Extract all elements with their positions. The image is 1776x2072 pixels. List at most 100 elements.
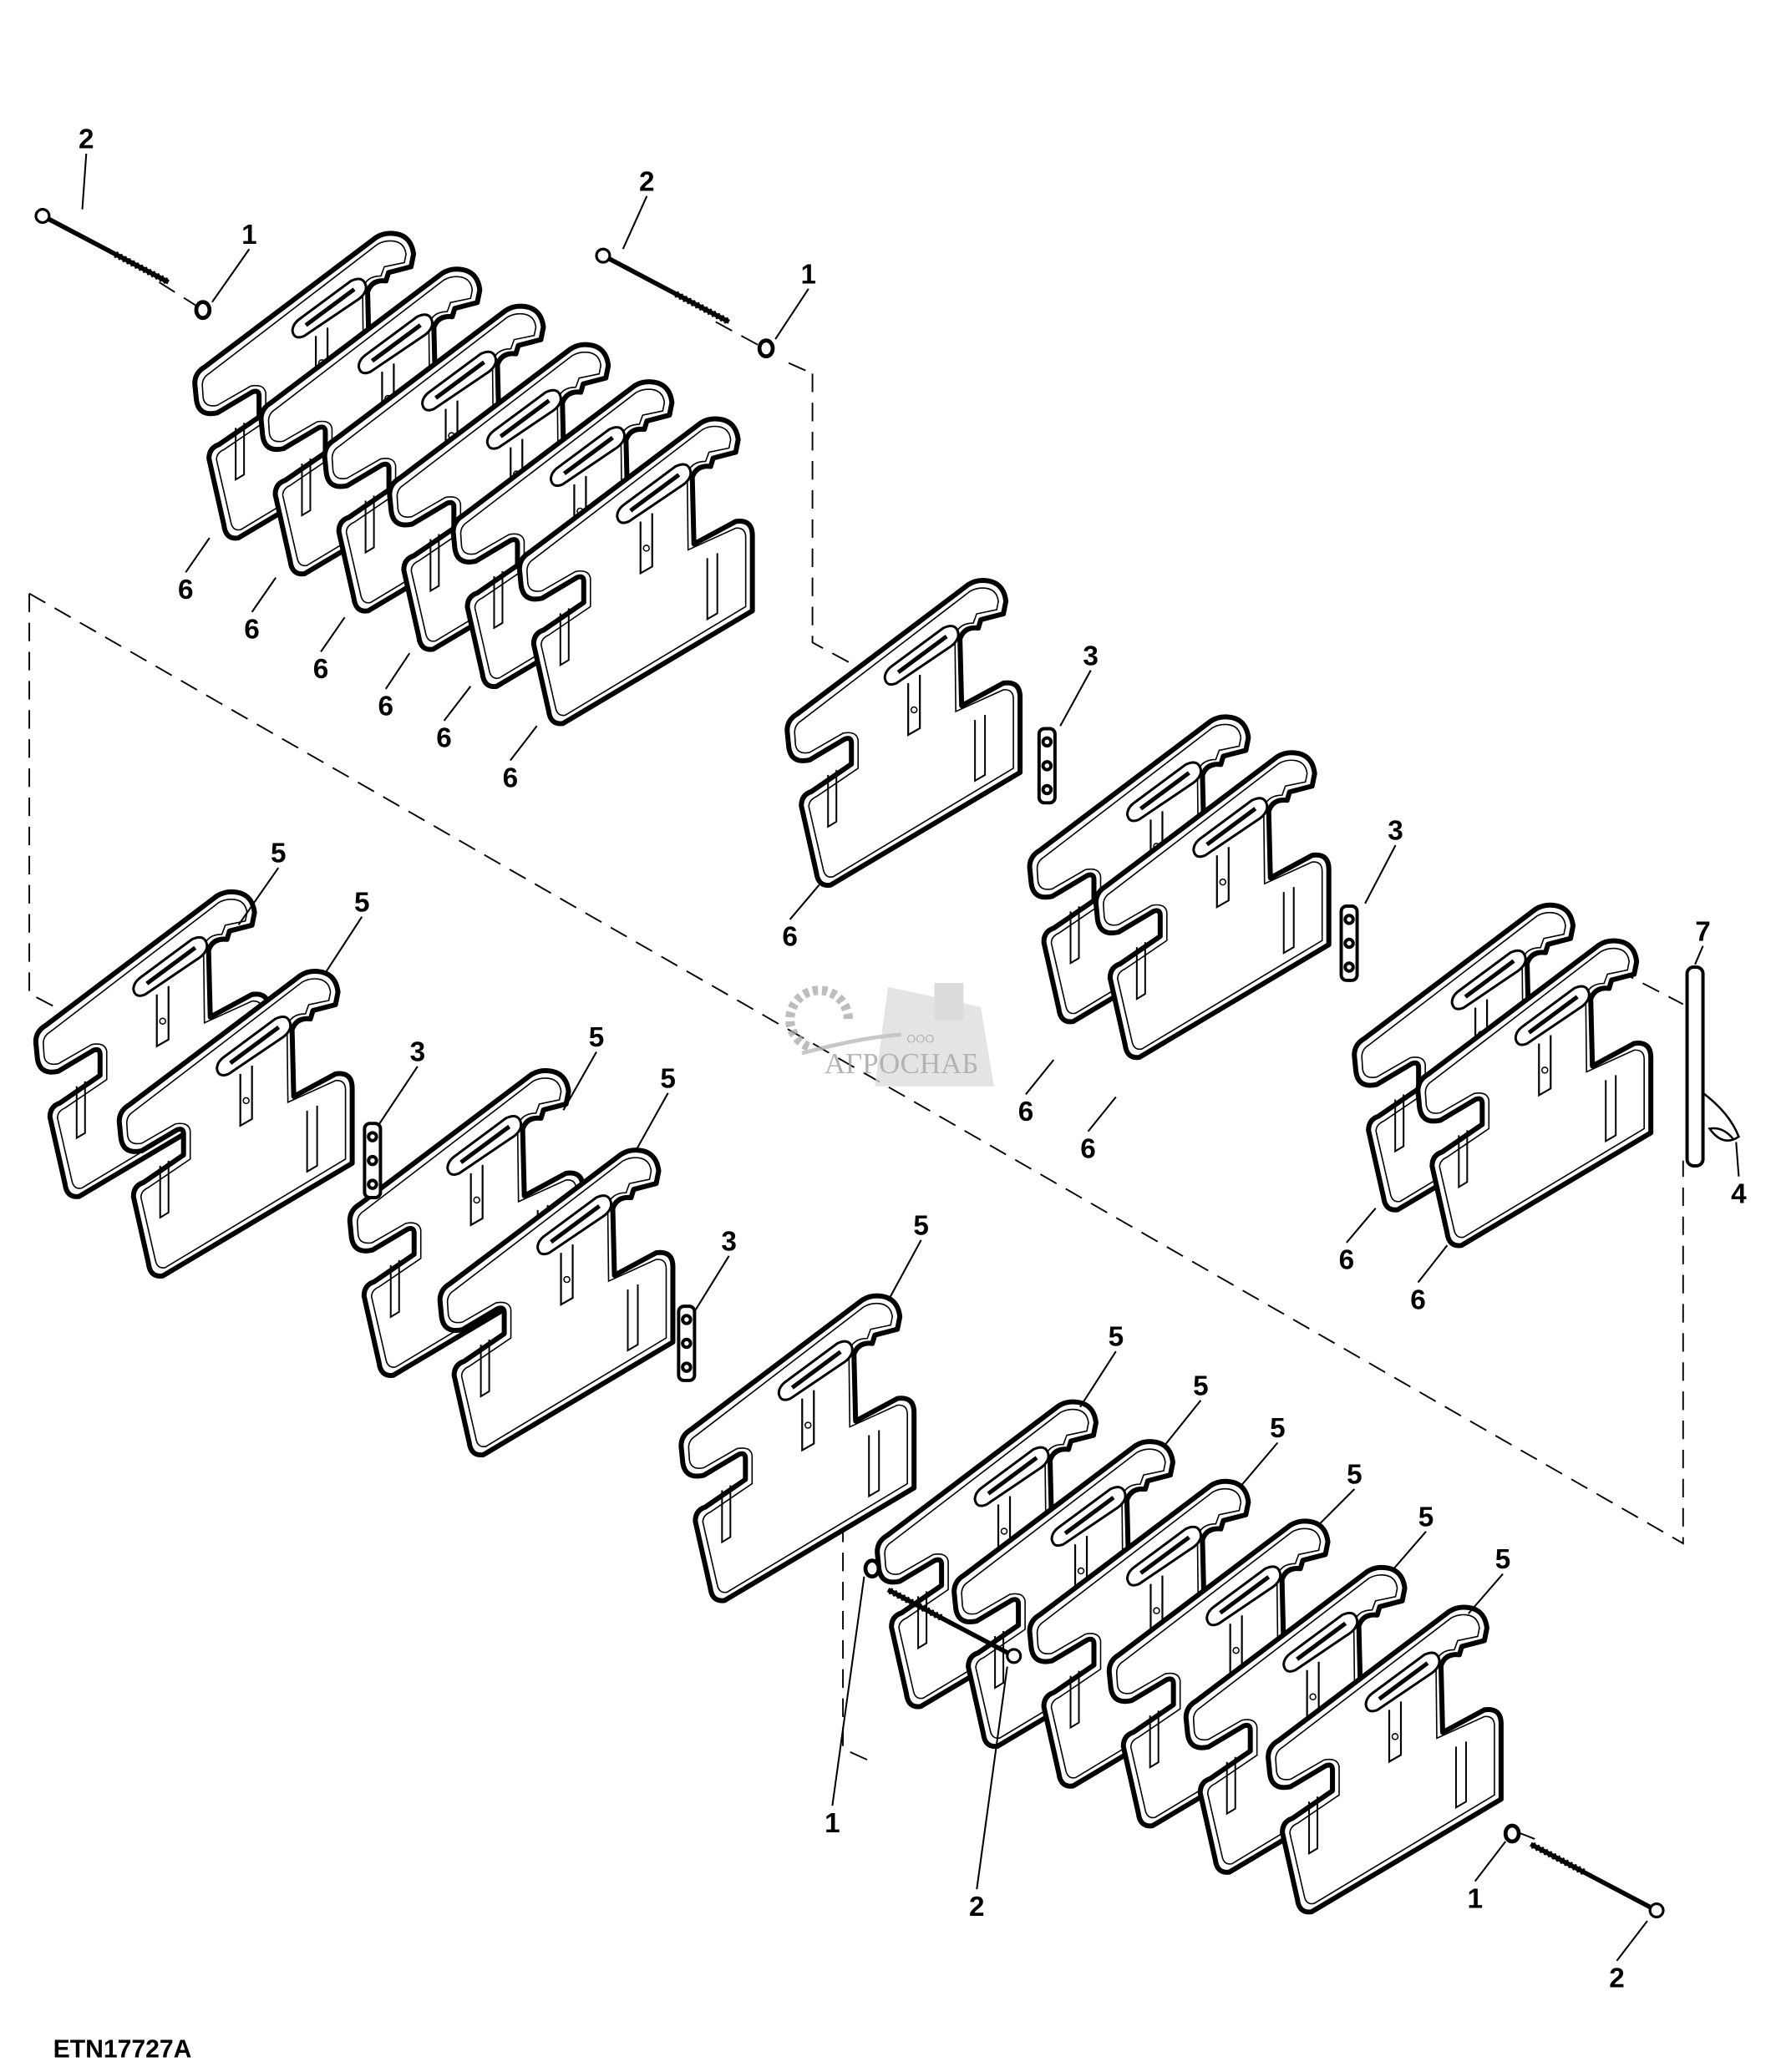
leader-line <box>1317 1488 1356 1527</box>
callout-label: 5 <box>1418 1502 1434 1532</box>
callout-6: 6 <box>503 725 538 793</box>
callout-3: 3 <box>1364 816 1403 904</box>
washer-icon <box>1503 1823 1521 1844</box>
callout-5: 5 <box>323 887 370 975</box>
callout-7: 7 <box>1694 916 1711 965</box>
callout-label: 6 <box>1410 1284 1426 1315</box>
leader-line <box>789 884 820 920</box>
callout-5: 5 <box>1468 1544 1511 1614</box>
callout-5: 5 <box>562 1022 604 1111</box>
callout-5: 5 <box>1240 1413 1286 1487</box>
callout-label: 6 <box>178 575 194 605</box>
callout-label: 1 <box>241 220 257 251</box>
callout-label: 6 <box>1018 1097 1034 1127</box>
leader-line <box>622 195 648 250</box>
callout-4: 4 <box>1731 1142 1747 1209</box>
leader-line <box>251 577 277 613</box>
callout-6: 6 <box>1339 1208 1377 1276</box>
callout-label: 7 <box>1695 916 1711 947</box>
strap-icon <box>1339 904 1359 982</box>
callout-5: 5 <box>237 838 287 925</box>
callout-label: 2 <box>1609 1963 1625 1993</box>
callout-label: 6 <box>244 615 260 646</box>
leader-line <box>185 537 211 573</box>
washer-icon <box>757 338 775 359</box>
callout-label: 1 <box>801 259 817 290</box>
callout-label: 1 <box>1467 1883 1483 1914</box>
leader-line <box>377 1066 419 1127</box>
callout-1: 1 <box>774 259 817 340</box>
leader-line <box>1616 1920 1648 1962</box>
leader-line <box>211 248 251 303</box>
bolt-icon <box>596 249 729 322</box>
callout-5: 5 <box>1391 1502 1434 1573</box>
leader-line <box>1025 1059 1055 1095</box>
strap-icon <box>677 1304 697 1382</box>
callout-5: 5 <box>1079 1322 1124 1408</box>
callout-label: 5 <box>1109 1322 1124 1353</box>
callout-6: 6 <box>178 537 211 605</box>
callout-1: 1 <box>211 220 257 303</box>
weight-plate-icon <box>787 580 1020 885</box>
callout-label: 6 <box>436 723 452 754</box>
leader-line <box>1391 1531 1427 1573</box>
leader-line <box>774 288 809 340</box>
callout-6: 6 <box>313 616 346 685</box>
leader-line <box>320 616 346 653</box>
callout-label: 3 <box>410 1037 426 1068</box>
callout-label: 6 <box>1080 1133 1096 1164</box>
callout-6: 6 <box>1080 1096 1117 1164</box>
callout-label: 6 <box>1339 1245 1355 1276</box>
leader-line <box>1059 670 1092 727</box>
leader-line <box>323 916 363 975</box>
leader-line <box>1240 1441 1279 1487</box>
callout-label: 5 <box>1270 1413 1286 1444</box>
callout-label: 5 <box>1193 1370 1209 1401</box>
callout-label: 5 <box>354 887 370 918</box>
leader-line <box>831 1576 865 1806</box>
callout-label: 2 <box>969 1892 985 1923</box>
callout-label: 6 <box>378 692 394 722</box>
callout-2: 2 <box>969 1666 1008 1923</box>
callout-label: 2 <box>79 124 94 155</box>
callout-label: 5 <box>660 1063 676 1094</box>
leader-line <box>384 652 411 690</box>
leader-line <box>510 725 538 762</box>
callout-2: 2 <box>1609 1920 1648 1993</box>
pin-icon <box>1685 965 1705 1168</box>
strap-icon <box>1037 727 1057 805</box>
callout-2: 2 <box>79 124 94 210</box>
bolt-icon <box>1530 1844 1663 1917</box>
strap-icon <box>363 1122 383 1200</box>
callout-label: 4 <box>1731 1178 1747 1209</box>
leader-line <box>81 153 88 210</box>
callout-label: 6 <box>313 654 329 685</box>
leader-line <box>562 1051 597 1111</box>
callout-6: 6 <box>378 652 411 722</box>
callout-6: 6 <box>782 884 820 953</box>
leader-line <box>1163 1400 1202 1447</box>
washer-icon <box>194 300 212 321</box>
leader-line <box>1735 1142 1740 1177</box>
callout-2: 2 <box>622 166 655 250</box>
callout-label: 5 <box>913 1210 929 1241</box>
leader-line <box>1364 844 1397 904</box>
figure-id: ETN17727A <box>53 2036 192 2064</box>
callout-label: 2 <box>639 166 655 197</box>
leader-line <box>1417 1244 1449 1284</box>
callout-5: 5 <box>1317 1460 1362 1527</box>
callout-1: 1 <box>825 1576 865 1839</box>
callout-label: 3 <box>1388 816 1403 847</box>
leader-line <box>1694 945 1704 965</box>
callout-3: 3 <box>1059 641 1099 727</box>
bolt-icon <box>36 210 169 282</box>
callout-6: 6 <box>436 686 472 754</box>
watermark-name: АГРОСНАБ <box>825 1047 978 1080</box>
callout-label: 5 <box>1347 1460 1362 1491</box>
callout-label: 6 <box>503 762 519 793</box>
leader-line <box>443 686 472 722</box>
callout-label: 5 <box>1495 1544 1511 1575</box>
agrosnab-watermark-logo: ООО АГРОСНАБ <box>785 983 994 1087</box>
callout-3: 3 <box>693 1226 737 1312</box>
